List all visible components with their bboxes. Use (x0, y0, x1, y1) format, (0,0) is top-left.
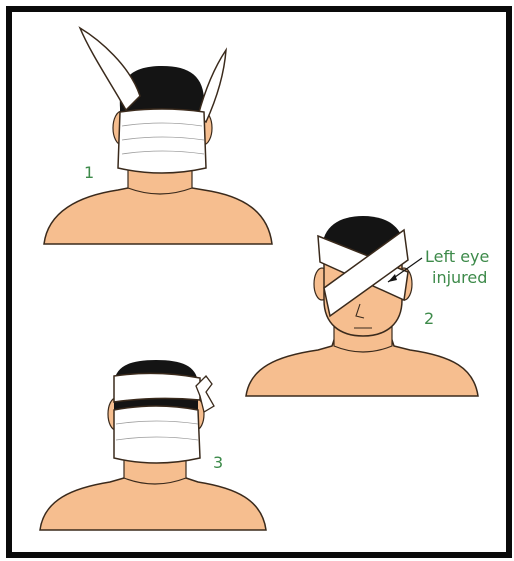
step-1-bandage-wrap (118, 109, 206, 173)
annotation-line-1: Left eye (425, 248, 489, 266)
annotation-line-2: injured (432, 269, 487, 287)
step-3-lower-bandage (114, 406, 200, 463)
step-2-number: 2 (424, 310, 434, 328)
step-1-number: 1 (84, 164, 94, 182)
step-2-figure (246, 216, 478, 396)
step-1-left-bandage-tail (80, 28, 140, 110)
step-3-top-bandage (114, 373, 200, 402)
step-3-figure (40, 360, 266, 530)
step-3-number: 3 (213, 454, 223, 472)
step-1-figure (44, 28, 272, 244)
